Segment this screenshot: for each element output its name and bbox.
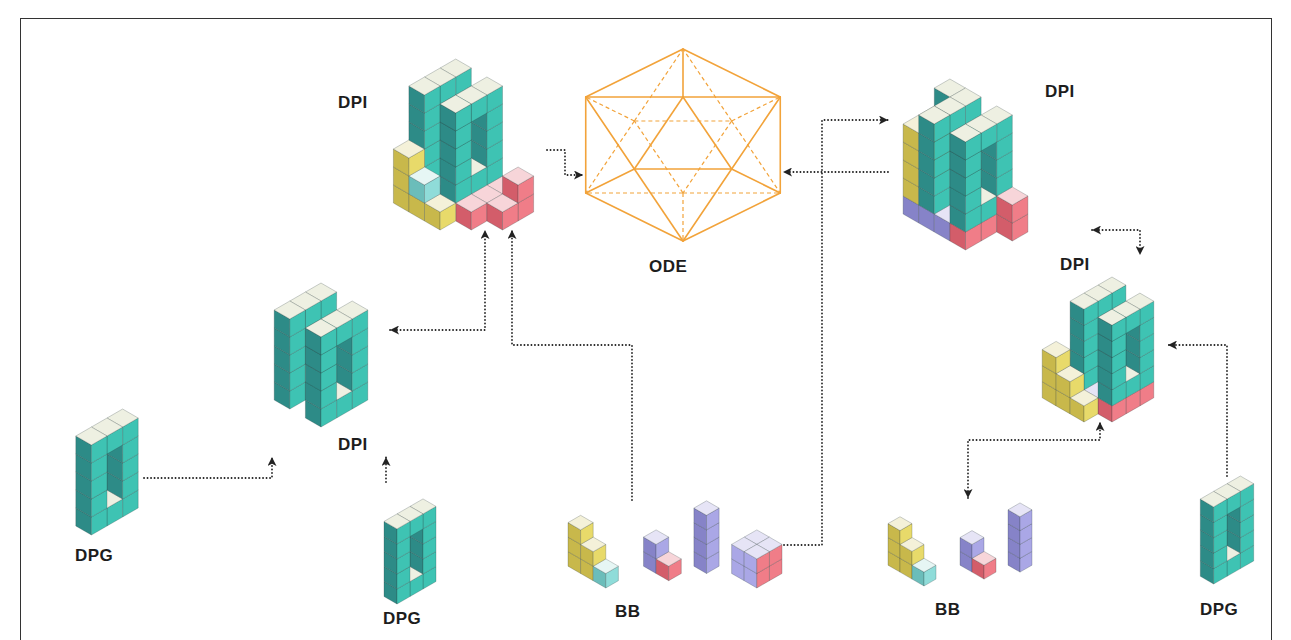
- node-label: BB: [935, 600, 961, 620]
- voxel-face: [76, 427, 107, 445]
- hidden-edge: [634, 49, 683, 121]
- illustration-node: DPG: [70, 405, 144, 570]
- polyhedron-edge: [586, 97, 635, 169]
- voxel-illustration: [1028, 255, 1168, 422]
- polyhedron-edge: [634, 169, 683, 241]
- illustration-node: DPI: [335, 38, 547, 230]
- voxel-face: [888, 517, 912, 531]
- icosahedron-illustration: [583, 45, 783, 285]
- dotted-connector: [547, 150, 583, 175]
- node-label: DPG: [75, 546, 113, 566]
- polyhedron-edge: [586, 96, 683, 98]
- polyhedron-edge: [732, 97, 781, 169]
- voxel-face: [1008, 503, 1032, 517]
- illustration-node: DPG: [1193, 476, 1261, 626]
- voxel-face: [919, 106, 950, 124]
- voxel-face: [1200, 491, 1227, 507]
- voxel-face: [744, 544, 769, 559]
- voxel-face: [1070, 293, 1098, 309]
- node-label: DPI: [338, 435, 368, 455]
- voxel-face: [568, 515, 593, 530]
- dotted-connector: [968, 422, 1100, 498]
- voxel-face: [950, 124, 981, 142]
- node-label: DPI: [338, 93, 368, 113]
- hidden-edge: [683, 49, 732, 121]
- voxel-face: [1042, 341, 1070, 357]
- voxel-face: [694, 501, 719, 516]
- voxel-illustration: [70, 405, 144, 570]
- voxel-face: [644, 530, 669, 545]
- polyhedron-edge: [634, 97, 683, 169]
- voxel-face: [305, 319, 336, 337]
- node-label: DPI: [1060, 255, 1090, 275]
- hidden-edge: [586, 192, 683, 193]
- node-label: DPG: [383, 609, 421, 629]
- polyhedron-edge: [682, 49, 684, 97]
- hidden-edge: [634, 120, 731, 121]
- dotted-connector: [390, 230, 485, 330]
- voxel-face: [1098, 309, 1126, 325]
- polyhedron-edge: [683, 193, 780, 241]
- voxel-illustration: [566, 500, 784, 628]
- voxel-face: [440, 95, 471, 113]
- illustration-node: BB: [566, 500, 784, 628]
- voxel-illustration: [335, 38, 547, 230]
- polyhedron-edge: [732, 169, 781, 193]
- dotted-connector: [783, 171, 888, 173]
- node-label: ODE: [649, 257, 687, 277]
- polyhedron-edge: [683, 49, 780, 97]
- node-label: DPG: [1200, 600, 1238, 620]
- node-label: DPI: [1045, 82, 1075, 102]
- polyhedron-edge: [779, 97, 781, 193]
- polyhedron-edge: [683, 169, 732, 241]
- dotted-connector: [1092, 230, 1140, 255]
- dotted-connector: [385, 457, 387, 482]
- dotted-connector: [1168, 345, 1227, 476]
- voxel-face: [274, 301, 305, 319]
- illustration-node: DPI: [888, 56, 1092, 250]
- voxel-face: [960, 531, 984, 545]
- hidden-edge: [683, 192, 780, 193]
- polyhedron-edge: [634, 168, 731, 170]
- illustration-node: DPI: [1028, 255, 1168, 422]
- voxel-illustration: [262, 262, 390, 457]
- dotted-connector: [512, 230, 632, 500]
- illustration-node: BB: [886, 498, 1034, 628]
- dotted-connector: [144, 457, 272, 478]
- polyhedron-edge: [585, 97, 587, 193]
- illustration-node: DPI: [262, 262, 390, 457]
- voxel-face: [384, 514, 410, 529]
- figure-frame: [21, 19, 1272, 640]
- hidden-edge: [682, 193, 683, 241]
- polyhedron-edge: [586, 49, 683, 97]
- voxel-face: [503, 167, 534, 185]
- polyhedron-edge: [586, 193, 683, 241]
- dotted-connector: [784, 120, 888, 545]
- illustration-node: ODE: [583, 45, 783, 285]
- voxel-face: [409, 77, 440, 95]
- node-label: BB: [615, 602, 641, 622]
- polyhedron-edge: [683, 96, 780, 98]
- polyhedron-edge: [586, 169, 635, 193]
- polyhedron-edge: [683, 97, 732, 169]
- illustration-node: DPG: [378, 482, 440, 632]
